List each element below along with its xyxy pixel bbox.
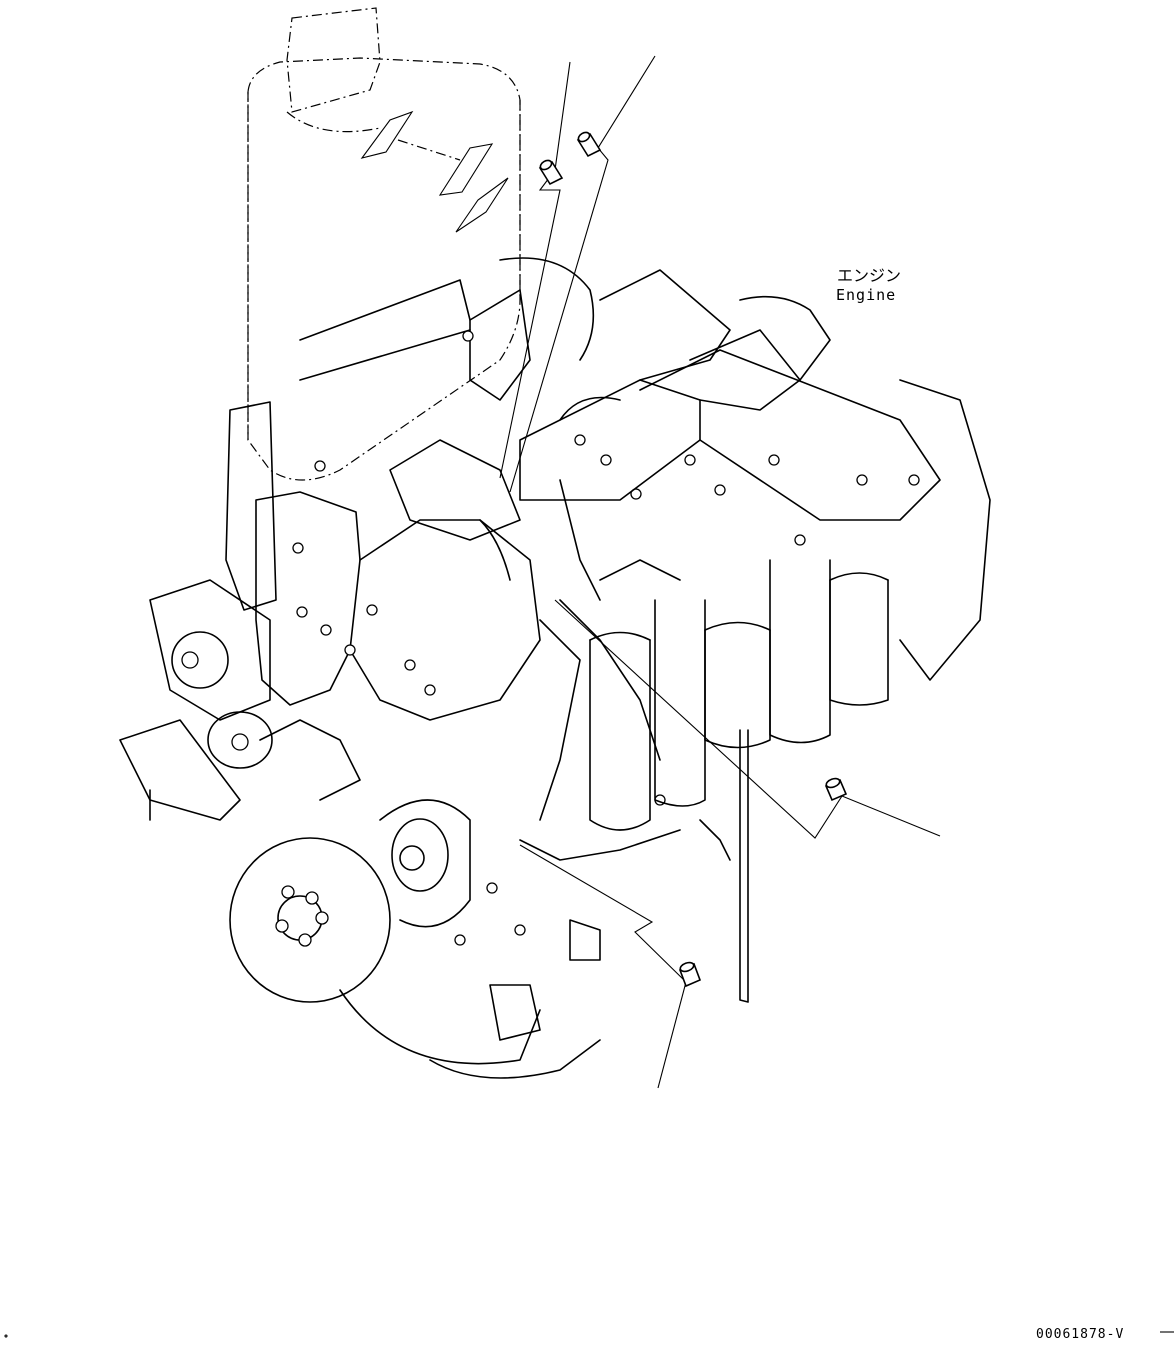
engine-label-en: Engine <box>836 286 897 304</box>
plug-icon <box>824 777 848 802</box>
cylinder-heads <box>519 269 991 681</box>
front-plate <box>225 257 595 721</box>
alternator <box>119 579 361 821</box>
drawing-number: 00061878-V <box>1036 1327 1125 1342</box>
air-cleaner <box>247 7 521 481</box>
callout-leaders <box>499 55 941 1089</box>
wiring-harness <box>479 519 731 861</box>
plug-icon <box>538 159 564 186</box>
filters <box>589 559 889 1003</box>
plug-icon <box>678 961 702 988</box>
bolts <box>292 330 920 946</box>
crank-pulley <box>229 799 601 1079</box>
plug-icon <box>576 131 602 158</box>
corner-dot <box>4 1334 8 1338</box>
engine-label-jp: エンジン <box>837 266 902 285</box>
